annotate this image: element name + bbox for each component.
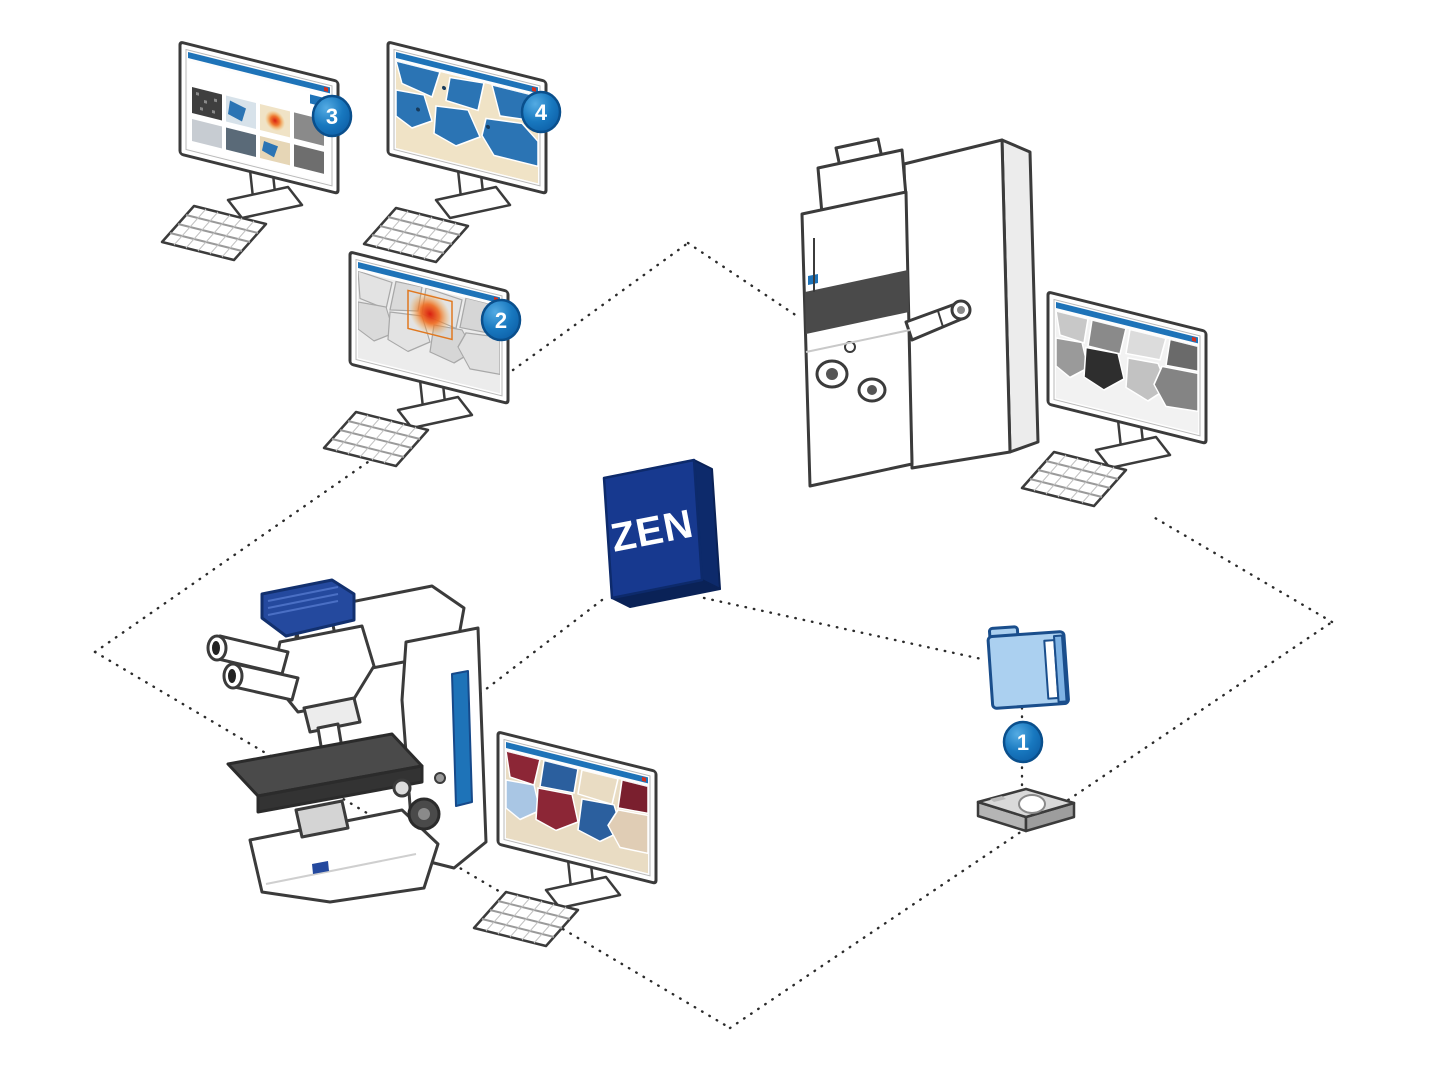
disk-notch: [990, 796, 1006, 802]
connector-dotted-line: [702, 596, 988, 662]
stage-knob: [392, 778, 412, 798]
heatmap-workstation: [322, 250, 510, 468]
camera-icon: [260, 578, 356, 638]
heatmap-screen-content: [358, 270, 500, 394]
electron-microscope: [800, 137, 1040, 488]
microscope-blue-stripe: [451, 670, 473, 807]
segmentation-screen-content: [396, 60, 538, 184]
electron-microscope-workstation: [1020, 290, 1208, 508]
fine-focus-knob: [434, 772, 446, 784]
sem-dark-band: [805, 270, 909, 334]
stage-front: [256, 764, 424, 814]
connector-dotted-line: [686, 241, 802, 320]
badge-2-label: 2: [495, 308, 507, 333]
monitor-light-microscope: [496, 730, 658, 885]
zen-cube-front-face: [602, 458, 704, 600]
badge-3-label: 3: [326, 104, 338, 129]
nosepiece: [302, 696, 362, 734]
grayscale-screen-content: [1056, 310, 1198, 434]
data-folder-icon: [986, 625, 1070, 710]
badge-4-label: 4: [535, 100, 548, 125]
color-grain-screen-content: [506, 750, 648, 874]
condenser: [294, 799, 350, 839]
light-microscope-workstation: [472, 730, 658, 948]
heatmap-blob: [409, 292, 451, 336]
disk-sample-well: [1018, 794, 1046, 814]
connector-dotted-line: [728, 620, 1334, 1030]
sem-detector-ring: [937, 310, 944, 328]
badge-4: 4: [520, 90, 562, 134]
badge-3: 3: [311, 94, 353, 138]
monitor-heatmap: [348, 250, 510, 405]
selection-rectangle: [407, 289, 453, 341]
monitor-electron-microscope: [1046, 290, 1208, 445]
folder-edge: [1052, 634, 1068, 703]
report-workstation: [160, 40, 340, 262]
sample-holder-icon: [976, 787, 1076, 833]
segmentation-workstation: [362, 40, 548, 264]
microscope-base: [248, 808, 440, 904]
light-microscope: [206, 578, 488, 904]
sem-column-body: [800, 190, 914, 488]
connector-dotted-line: [511, 241, 690, 372]
monitor-segmentation: [386, 40, 548, 195]
connector-dotted-line: [1148, 513, 1334, 624]
badge-1: 1: [1002, 720, 1044, 764]
badge-2: 2: [480, 298, 522, 342]
badge-1-label: 1: [1017, 730, 1029, 755]
zeiss-logo-icon: [312, 861, 329, 874]
zen-software-cube: ZEN: [602, 458, 721, 608]
step-badges: 1 2 3 4: [311, 90, 1044, 764]
